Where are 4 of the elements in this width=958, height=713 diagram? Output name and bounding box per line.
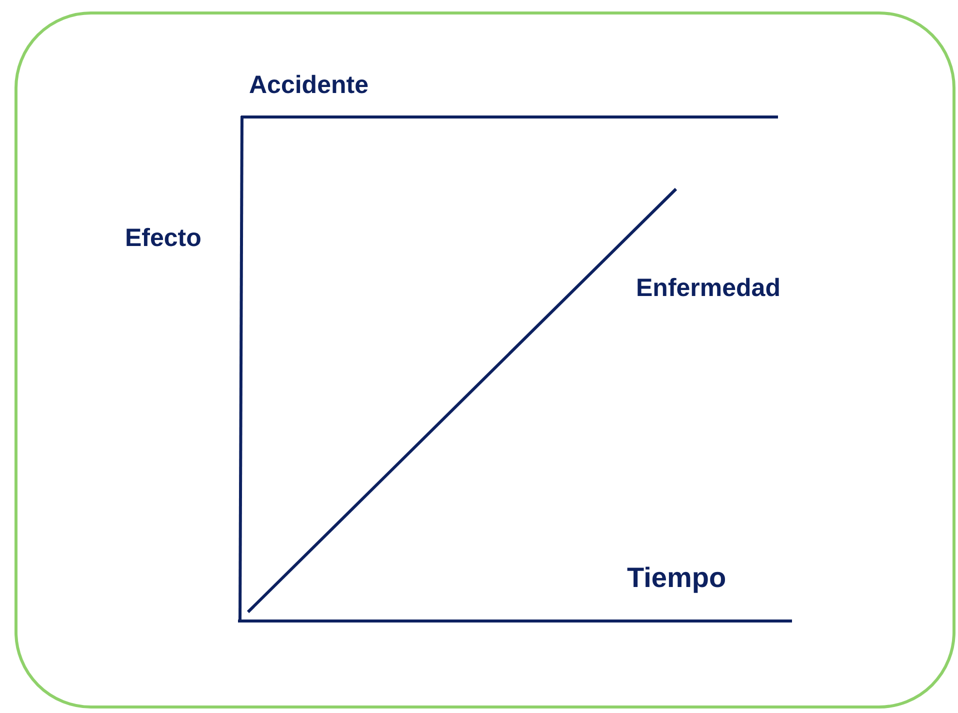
axis-label: Efecto	[125, 223, 202, 253]
line-label: Enfermedad	[636, 273, 780, 303]
line-label: Accidente	[249, 70, 368, 100]
axis-label: Tiempo	[627, 563, 726, 593]
